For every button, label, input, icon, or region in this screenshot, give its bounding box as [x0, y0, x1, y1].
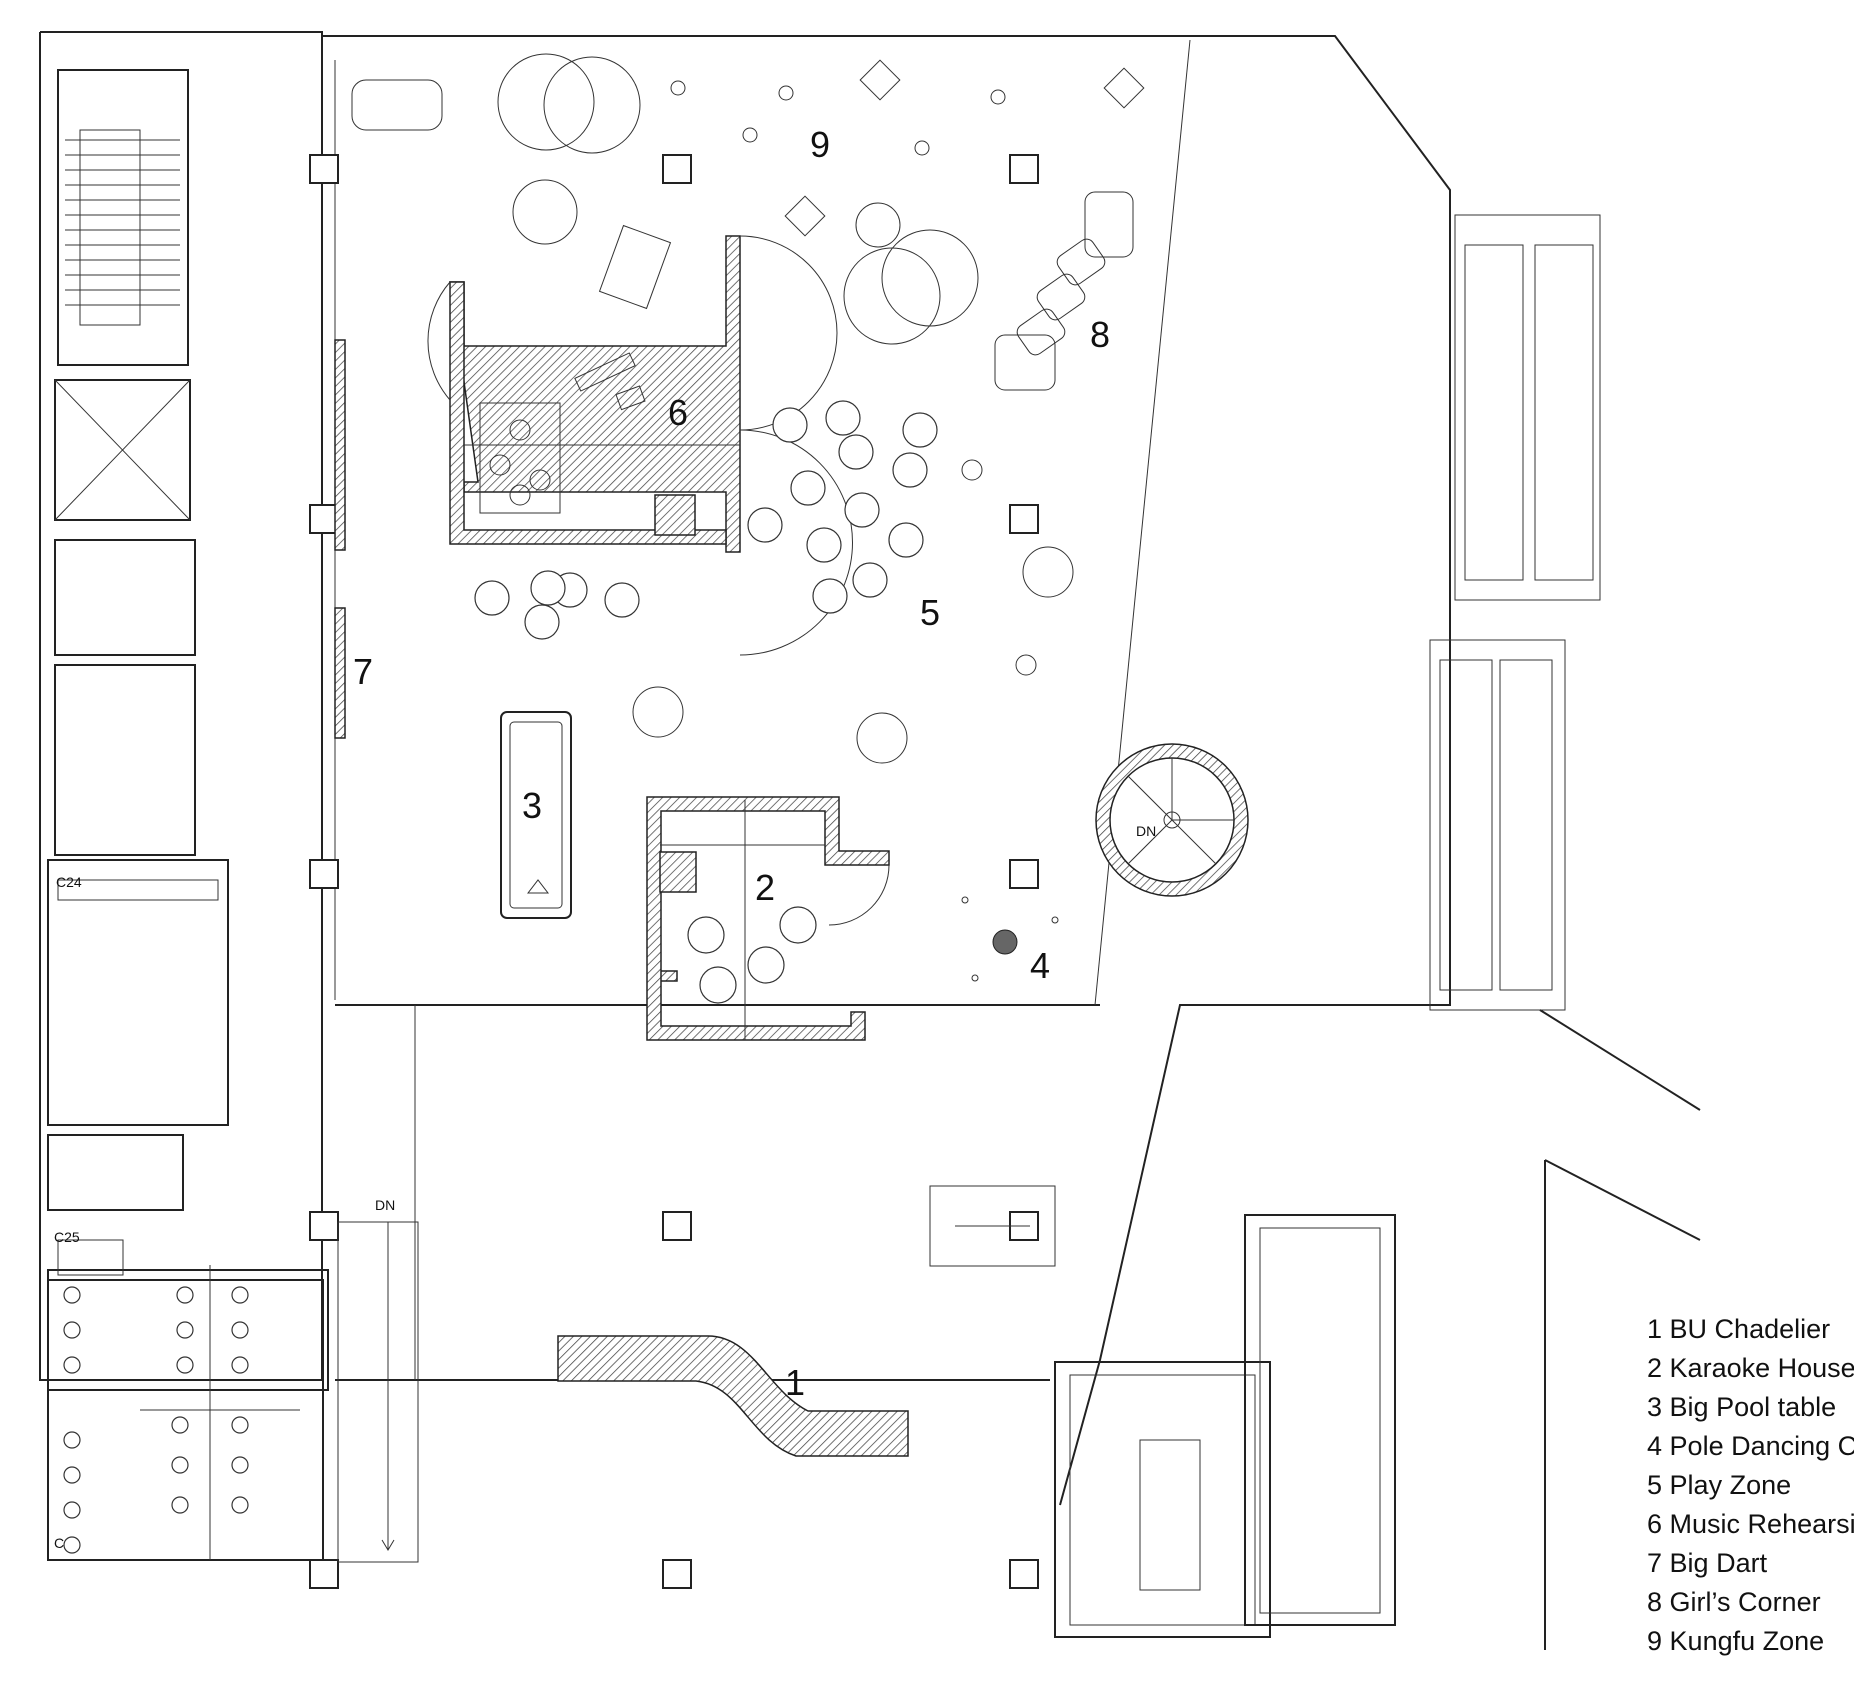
zone-label-9: 9 — [810, 124, 830, 165]
legend-number: 7 — [1647, 1548, 1663, 1578]
legend-number: 1 — [1647, 1314, 1663, 1344]
zone-label-3: 3 — [522, 785, 542, 826]
legend-name: Play Zone — [1669, 1470, 1792, 1500]
big-pool-table — [500, 711, 572, 919]
karaoke-house — [646, 796, 890, 1041]
legend-number: 9 — [1647, 1626, 1663, 1656]
zone-label-6: 6 — [668, 392, 688, 433]
legend-item-9: 9 Kungfu Zone — [1647, 1622, 1854, 1661]
zone-label-8: 8 — [1090, 314, 1110, 355]
columns — [309, 154, 1039, 1589]
pole-dancing-props — [961, 896, 1059, 982]
legend-number: 8 — [1647, 1587, 1663, 1617]
legend-item-1: 1 BU Chadelier — [1647, 1310, 1854, 1349]
zone-label-4: 4 — [1030, 945, 1050, 986]
outer-walls — [39, 31, 1701, 1650]
legend-item-7: 7 Big Dart — [1647, 1544, 1854, 1583]
left-stair-treads — [65, 139, 180, 306]
bu-chandelier — [557, 1335, 909, 1457]
big-dart-panel — [334, 339, 346, 739]
room-tag-c25: C25 — [54, 1229, 80, 1245]
legend-number: 6 — [1647, 1509, 1663, 1539]
legend-number: 3 — [1647, 1392, 1663, 1422]
spiral-stair: DN — [1095, 743, 1249, 897]
service-core: C24 C25 C24 — [47, 69, 329, 1551]
legend-item-3: 3 Big Pool table — [1647, 1388, 1854, 1427]
escalators — [1429, 214, 1601, 1011]
legend-item-5: 5 Play Zone — [1647, 1466, 1854, 1505]
music-rehearsal-room — [427, 235, 853, 656]
room-tag-c24-top: C24 — [56, 874, 82, 890]
zone-label-1: 1 — [785, 1362, 805, 1403]
legend-name: Pole Dancing C — [1669, 1431, 1854, 1461]
legend-name: Kungfu Zone — [1669, 1626, 1825, 1656]
legend-item-4: 4 Pole Dancing C — [1647, 1427, 1854, 1466]
legend-name: Karaoke House — [1669, 1353, 1854, 1383]
legend-item-2: 2 Karaoke House — [1647, 1349, 1854, 1388]
spiral-stair-dn-label: DN — [1136, 823, 1156, 839]
kungfu-zone-props — [351, 53, 1145, 345]
zone-label-5: 5 — [920, 592, 940, 633]
legend-name: Big Pool table — [1669, 1392, 1837, 1422]
main-stair: DN — [337, 1197, 419, 1563]
legend-number: 5 — [1647, 1470, 1663, 1500]
stair-core-bottom-right — [1054, 1214, 1396, 1638]
girls-corner-seating — [994, 191, 1134, 391]
zone-label-7: 7 — [353, 651, 373, 692]
zone-label-2: 2 — [755, 867, 775, 908]
play-zone-seating — [474, 400, 1074, 764]
legend-number: 4 — [1647, 1431, 1663, 1461]
legend-name: Girl’s Corner — [1669, 1587, 1821, 1617]
legend-number: 2 — [1647, 1353, 1663, 1383]
legend-name: Big Dart — [1669, 1548, 1768, 1578]
zone-number-labels: 1 2 3 4 5 6 7 8 9 — [353, 124, 1110, 1403]
restrooms — [47, 1265, 324, 1561]
main-stair-dn-label: DN — [375, 1197, 395, 1213]
legend-name: BU Chadelier — [1669, 1314, 1831, 1344]
legend-name: Music Rehearsi — [1669, 1509, 1854, 1539]
legend-item-6: 6 Music Rehearsi — [1647, 1505, 1854, 1544]
legend-item-8: 8 Girl’s Corner — [1647, 1583, 1854, 1622]
pedestal — [929, 1185, 1056, 1267]
zone-legend: 1 BU Chadelier 2 Karaoke House 3 Big Poo… — [1647, 1310, 1854, 1661]
